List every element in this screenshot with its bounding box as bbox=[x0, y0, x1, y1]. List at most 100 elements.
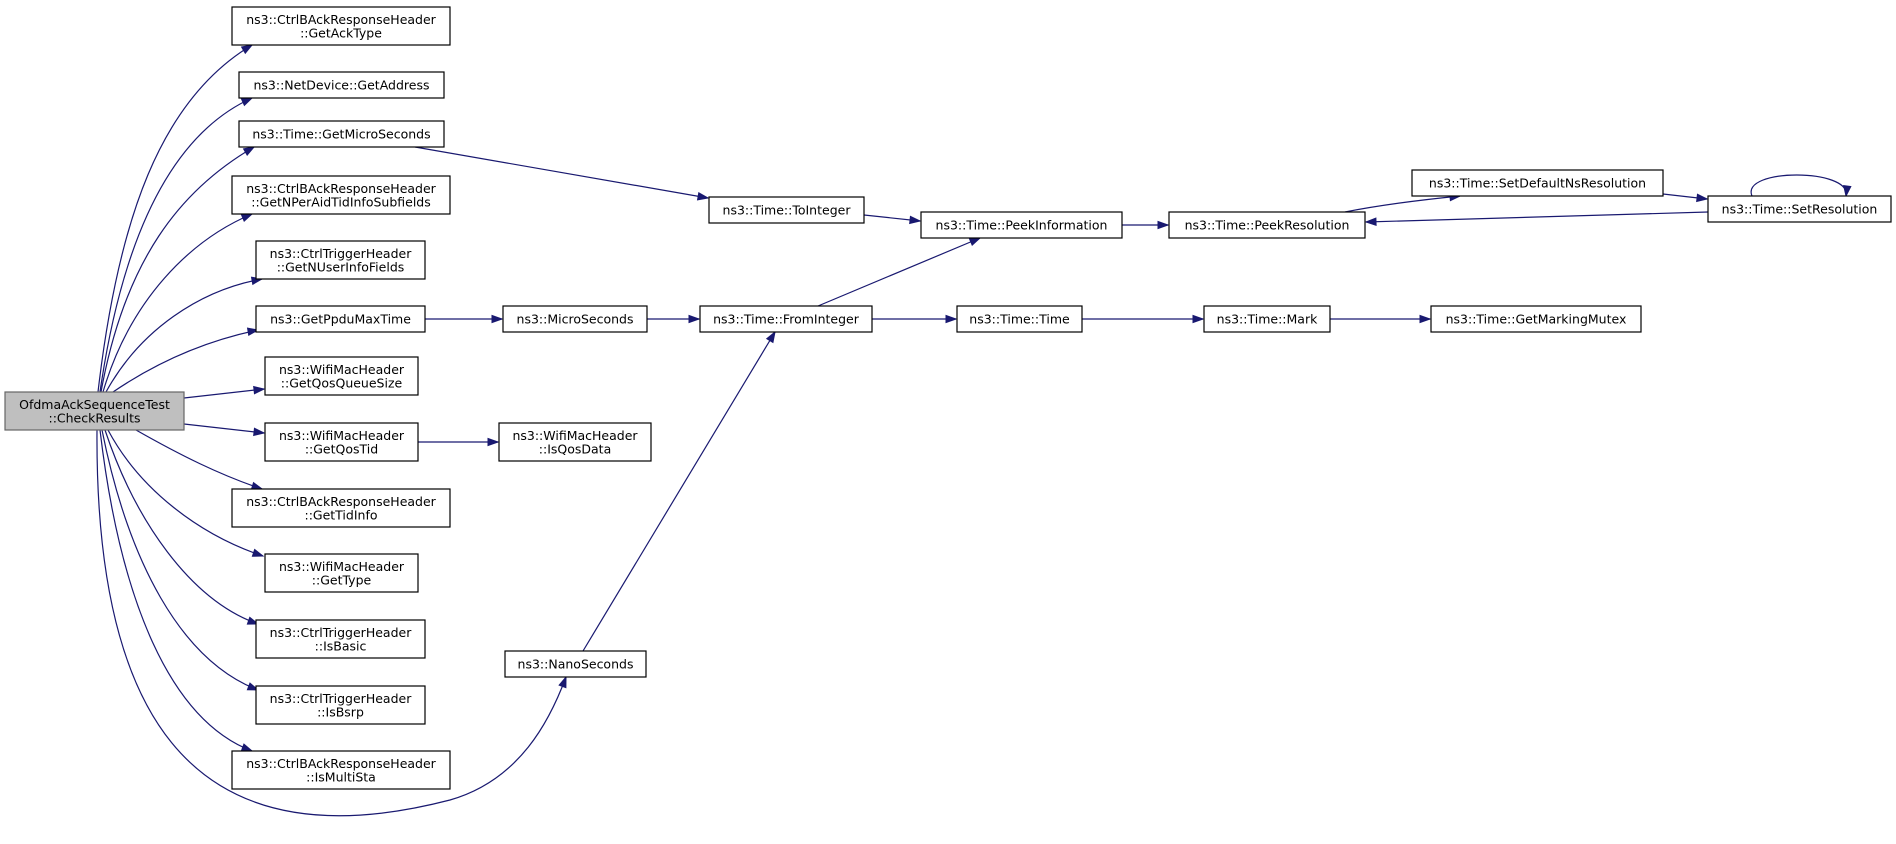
node-isQosData[interactable]: ns3::WifiMacHeader::IsQosData bbox=[498, 422, 652, 462]
node-label: ns3::WifiMacHeader bbox=[279, 559, 405, 574]
node-getType[interactable]: ns3::WifiMacHeader::GetType bbox=[264, 553, 419, 593]
edges-layer bbox=[96, 44, 1852, 817]
edge-line bbox=[99, 97, 253, 393]
node-root[interactable]: OfdmaAckSequenceTest::CheckResults bbox=[4, 391, 185, 431]
node-box bbox=[264, 553, 419, 593]
node-box bbox=[699, 305, 873, 333]
edge-line bbox=[183, 388, 265, 399]
edge-line bbox=[414, 146, 709, 199]
arrowhead bbox=[688, 314, 701, 324]
node-getMarkingMutex[interactable]: ns3::Time::GetMarkingMutex bbox=[1430, 305, 1642, 333]
edge-line bbox=[1365, 211, 1709, 223]
node-box bbox=[231, 175, 451, 215]
node-label: ns3::CtrlBAckResponseHeader bbox=[246, 756, 436, 771]
edge-line bbox=[107, 429, 264, 557]
node-getTidInfo[interactable]: ns3::CtrlBAckResponseHeader::GetTidInfo bbox=[231, 488, 451, 528]
node-label: ::GetQosTid bbox=[305, 441, 378, 456]
edge-root-to-isMultiSta bbox=[99, 429, 254, 752]
node-box bbox=[264, 422, 419, 462]
edge-fromInteger-to-timeTime bbox=[872, 314, 958, 324]
node-isBsrp[interactable]: ns3::CtrlTriggerHeader::IsBsrp bbox=[255, 685, 426, 725]
edge-setResolution-to-peekResolution bbox=[1364, 211, 1709, 227]
edge-setDefaultNsResolution-to-setResolution bbox=[1662, 193, 1709, 203]
node-getNPerAid[interactable]: ns3::CtrlBAckResponseHeader::GetNPerAidT… bbox=[231, 175, 451, 215]
arrowhead bbox=[240, 743, 254, 752]
node-box bbox=[264, 356, 419, 396]
node-timeTime[interactable]: ns3::Time::Time bbox=[956, 305, 1083, 333]
arrowhead bbox=[945, 314, 958, 324]
arrowhead bbox=[968, 237, 982, 247]
node-label: ns3::NetDevice::GetAddress bbox=[254, 78, 430, 93]
node-box bbox=[255, 619, 426, 659]
node-getAddress[interactable]: ns3::NetDevice::GetAddress bbox=[238, 71, 445, 99]
nodes-layer: OfdmaAckSequenceTest::CheckResultsns3::C… bbox=[4, 6, 1892, 790]
node-box bbox=[1203, 305, 1331, 333]
node-box bbox=[255, 305, 426, 333]
arrowhead bbox=[1192, 314, 1205, 324]
arrowhead bbox=[240, 213, 254, 223]
node-setDefaultNsResolution[interactable]: ns3::Time::SetDefaultNsResolution bbox=[1411, 169, 1664, 197]
arrowhead bbox=[1696, 193, 1709, 203]
edge-root-to-getMicroSeconds bbox=[100, 146, 256, 393]
arrowhead bbox=[558, 675, 567, 689]
arrowhead bbox=[491, 314, 504, 324]
arrowhead bbox=[253, 385, 266, 395]
node-getMicroSeconds[interactable]: ns3::Time::GetMicroSeconds bbox=[238, 120, 445, 148]
node-label: ::IsBsrp bbox=[317, 704, 364, 719]
edge-microSeconds-to-fromInteger bbox=[647, 314, 701, 324]
edge-line bbox=[1344, 195, 1461, 213]
node-getNUserInfo[interactable]: ns3::CtrlTriggerHeader::GetNUserInfoFiel… bbox=[255, 240, 426, 280]
edge-toInteger-to-peekInformation bbox=[863, 214, 922, 225]
edge-root-to-getQosQueueSize bbox=[183, 385, 266, 399]
edge-timeTime-to-mark bbox=[1082, 314, 1205, 324]
node-peekResolution[interactable]: ns3::Time::PeekResolution bbox=[1168, 211, 1366, 239]
edge-line bbox=[1750, 174, 1847, 197]
node-box bbox=[502, 305, 648, 333]
node-toInteger[interactable]: ns3::Time::ToInteger bbox=[708, 196, 865, 224]
node-getQosTid[interactable]: ns3::WifiMacHeader::GetQosTid bbox=[264, 422, 419, 462]
node-getQosQueueSize[interactable]: ns3::WifiMacHeader::GetQosQueueSize bbox=[264, 356, 419, 396]
edge-root-to-isBasic bbox=[104, 429, 260, 625]
arrowhead bbox=[1364, 217, 1377, 227]
edge-line bbox=[817, 237, 981, 307]
edge-line bbox=[96, 429, 567, 817]
node-label: ::GetType bbox=[312, 572, 372, 587]
arrowhead bbox=[242, 146, 256, 157]
node-isMultiSta[interactable]: ns3::CtrlBAckResponseHeader::IsMultiSta bbox=[231, 750, 451, 790]
node-label: ns3::CtrlTriggerHeader bbox=[270, 246, 413, 261]
node-label: ns3::CtrlBAckResponseHeader bbox=[246, 494, 436, 509]
edge-line bbox=[101, 429, 259, 691]
arrowhead bbox=[240, 44, 254, 55]
arrowhead bbox=[251, 548, 265, 557]
node-label: ::GetNPerAidTidInfoSubfields bbox=[251, 194, 431, 209]
arrowhead bbox=[246, 682, 260, 691]
edge-nanoSeconds-to-fromInteger bbox=[582, 330, 776, 652]
arrowhead bbox=[240, 97, 254, 107]
arrowhead bbox=[1419, 314, 1432, 324]
node-isBasic[interactable]: ns3::CtrlTriggerHeader::IsBasic bbox=[255, 619, 426, 659]
node-setResolution[interactable]: ns3::Time::SetResolution bbox=[1707, 195, 1892, 223]
node-getPpduMaxTime[interactable]: ns3::GetPpduMaxTime bbox=[255, 305, 426, 333]
node-box bbox=[504, 650, 647, 678]
node-nanoSeconds[interactable]: ns3::NanoSeconds bbox=[504, 650, 647, 678]
node-label: ns3::Time::Mark bbox=[1217, 312, 1318, 327]
node-box bbox=[1411, 169, 1664, 197]
node-box bbox=[238, 120, 445, 148]
node-microSeconds[interactable]: ns3::MicroSeconds bbox=[502, 305, 648, 333]
arrowhead bbox=[909, 215, 922, 225]
arrowhead bbox=[765, 330, 776, 344]
edge-root-to-getPpduMaxTime bbox=[112, 327, 260, 393]
node-label: ns3::MicroSeconds bbox=[517, 312, 634, 327]
node-box bbox=[1168, 211, 1366, 239]
node-mark[interactable]: ns3::Time::Mark bbox=[1203, 305, 1331, 333]
node-fromInteger[interactable]: ns3::Time::FromInteger bbox=[699, 305, 873, 333]
node-peekInformation[interactable]: ns3::Time::PeekInformation bbox=[920, 211, 1123, 239]
node-label: ns3::WifiMacHeader bbox=[512, 428, 638, 443]
node-getAckType[interactable]: ns3::CtrlBAckResponseHeader::GetAckType bbox=[231, 6, 451, 46]
edge-getMicroSeconds-to-toInteger bbox=[414, 146, 710, 201]
node-label: ns3::CtrlBAckResponseHeader bbox=[246, 12, 436, 27]
arrowhead bbox=[246, 616, 260, 625]
edge-line bbox=[104, 429, 259, 625]
edge-line bbox=[112, 329, 259, 393]
node-box bbox=[956, 305, 1083, 333]
